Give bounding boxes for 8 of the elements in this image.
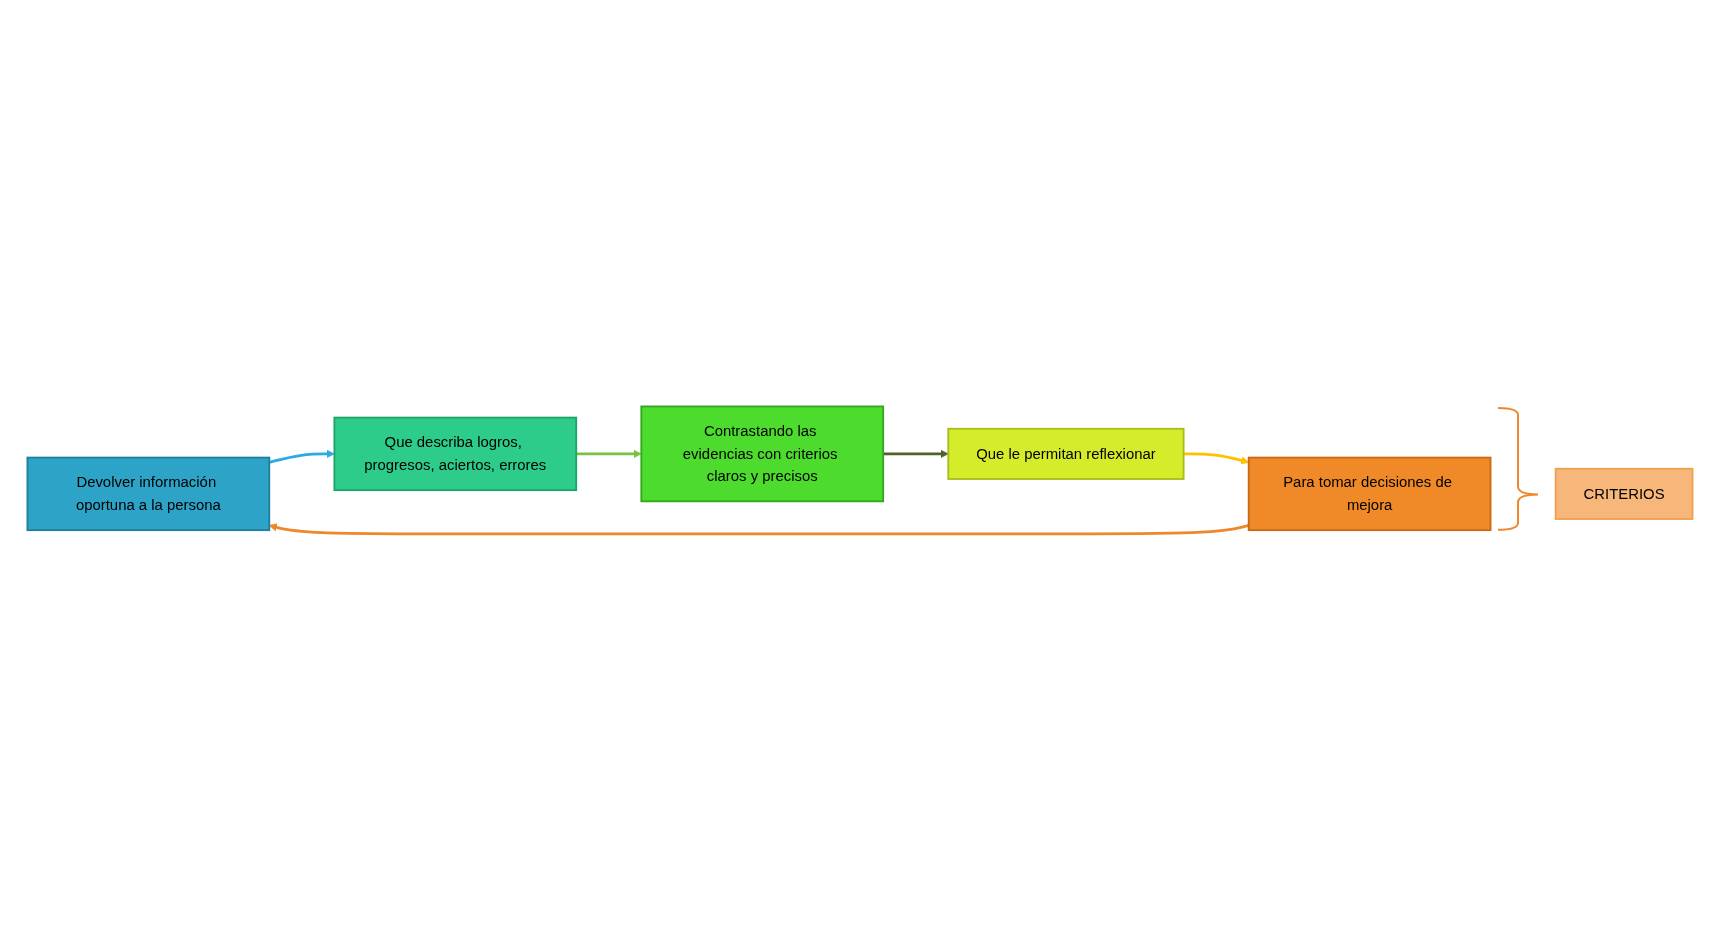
node-box: CRITERIOS	[1554, 468, 1693, 521]
node-box: Que le permitan reflexionar	[946, 428, 1185, 481]
arrow	[268, 523, 1249, 536]
node-box: Que describa logros, progresos, aciertos, errores	[333, 417, 577, 492]
node-box: Contrastando las evidencias con criterios claros y precisos	[639, 405, 884, 503]
arrow	[1183, 452, 1249, 465]
node-box: Devolver información oportuna a la persona	[26, 457, 270, 532]
node-box: Para tomar decisiones de mejora	[1247, 457, 1491, 532]
